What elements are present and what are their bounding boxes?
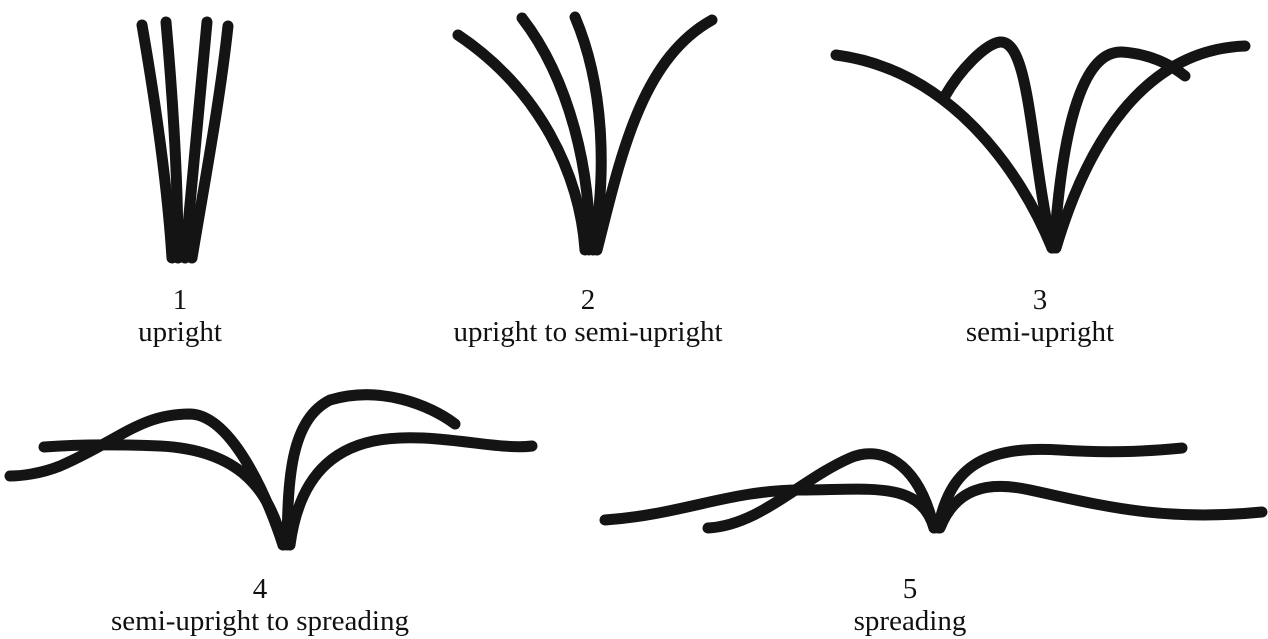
panel-2-caption: 2 upright to semi-upright — [428, 284, 748, 348]
panel-2-drawing — [452, 11, 718, 256]
stem — [136, 19, 178, 264]
stem — [702, 448, 940, 534]
panel-1-drawing — [136, 16, 234, 264]
panel-3-caption: 3 semi-upright — [920, 284, 1160, 348]
panel-number: 5 — [902, 573, 918, 605]
panel-5-caption: 5 spreading — [820, 573, 1000, 637]
stem — [516, 12, 595, 256]
stem — [591, 14, 718, 256]
stem — [1050, 40, 1251, 254]
stem — [1048, 46, 1191, 254]
panel-4-drawing — [4, 389, 538, 551]
panel-number: 3 — [1032, 284, 1048, 316]
stem — [932, 442, 1188, 534]
stem — [939, 36, 1058, 254]
stem — [569, 11, 607, 256]
panel-label: semi-upright to spreading — [110, 605, 409, 637]
panel-label: upright — [138, 316, 222, 348]
stem — [830, 49, 1058, 254]
stem — [186, 20, 234, 264]
panel-4-caption: 4 semi-upright to spreading — [90, 573, 430, 637]
panel-label: semi-upright — [965, 316, 1115, 348]
panel-number: 1 — [172, 284, 188, 316]
panel-number: 4 — [252, 573, 268, 605]
panel-1-caption: 1 upright — [60, 284, 300, 348]
stem — [284, 432, 538, 551]
stem — [934, 480, 1268, 534]
stem — [452, 29, 591, 256]
panel-5-drawing — [599, 442, 1268, 534]
stem — [179, 16, 213, 264]
panel-label: upright to semi-upright — [453, 316, 723, 348]
stem — [160, 16, 184, 264]
stem — [4, 408, 289, 551]
stem — [281, 389, 461, 551]
panel-label: spreading — [853, 605, 967, 637]
panel-number: 2 — [580, 284, 596, 316]
panel-3-drawing — [830, 36, 1251, 254]
